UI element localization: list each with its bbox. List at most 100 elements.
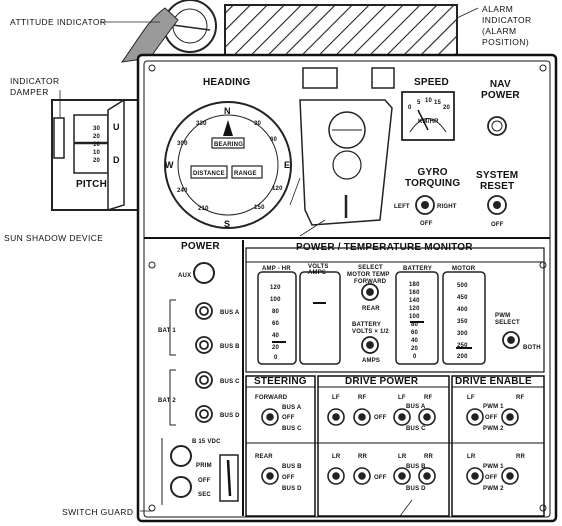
bus-d-label: BUS D bbox=[220, 413, 240, 419]
both-label: BOTH bbox=[523, 345, 541, 351]
steering-off-2: OFF bbox=[282, 475, 295, 481]
lower-boxes bbox=[245, 375, 545, 517]
pitch-tick-10b: 10 bbox=[93, 150, 101, 156]
steering-bus-b: BUS B bbox=[282, 464, 302, 470]
amp-scale-20: 20 bbox=[272, 345, 280, 351]
drive-power-lf-2: LF bbox=[398, 395, 406, 401]
pitch-down-label: D bbox=[113, 155, 120, 165]
motor-scale-250: 250 bbox=[457, 343, 468, 349]
toggle-switches[interactable] bbox=[261, 408, 519, 485]
compass-e: E bbox=[284, 160, 291, 170]
speed-5: 5 bbox=[417, 100, 421, 106]
drive-enable-rf: RF bbox=[516, 395, 525, 401]
speed-unit: KM/HR bbox=[418, 119, 439, 125]
nav-power-title: NAV POWER bbox=[481, 79, 520, 101]
dial-210: 210 bbox=[198, 206, 209, 212]
gyro-title: GYRO TORQUING bbox=[405, 167, 461, 189]
heading-compass bbox=[164, 101, 301, 229]
bat-scale-140: 140 bbox=[409, 298, 420, 304]
drive-power-lr-1: LR bbox=[332, 454, 341, 460]
bat-scale-80: 80 bbox=[411, 322, 419, 328]
drive-power-lf-1: LF bbox=[332, 395, 340, 401]
bat-scale-120: 120 bbox=[409, 306, 420, 312]
attitude-indicator-label: ATTITUDE INDICATOR bbox=[10, 17, 107, 27]
motor-scale-400: 400 bbox=[457, 307, 468, 313]
attitude-indicator bbox=[100, 0, 217, 63]
drive-enable-pwm2-b: PWM 2 bbox=[483, 486, 504, 492]
lower-dividers bbox=[246, 386, 544, 444]
drive-enable-lf: LF bbox=[467, 395, 475, 401]
drive-power-rr-1: RR bbox=[358, 454, 368, 460]
motor-scale-200: 200 bbox=[457, 354, 468, 360]
drive-enable-off-2: OFF bbox=[485, 475, 498, 481]
pitch-tick-20b: 20 bbox=[93, 158, 101, 164]
motor-label: MOTOR bbox=[452, 266, 476, 272]
volts-label: VOLTS bbox=[308, 264, 329, 270]
dial-330: 330 bbox=[196, 121, 207, 127]
drive-power-lr-2: LR bbox=[398, 454, 407, 460]
power-title: POWER bbox=[181, 241, 220, 252]
speed-title: SPEED bbox=[414, 77, 449, 88]
drive-enable-pwm2-a: PWM 2 bbox=[483, 426, 504, 432]
indicator-damper-label: INDICATOR DAMPER bbox=[10, 76, 60, 97]
drive-power-title: DRIVE POWER bbox=[345, 376, 419, 387]
motor-scale-500: 500 bbox=[457, 283, 468, 289]
pitch-tick-30: 30 bbox=[93, 126, 101, 132]
alarm-indicator-label: ALARM INDICATOR (ALARM POSITION) bbox=[482, 4, 532, 47]
select-label: SELECT bbox=[358, 265, 383, 271]
dial-60: 60 bbox=[270, 137, 278, 143]
amp-scale-80: 80 bbox=[272, 309, 280, 315]
system-reset-switch[interactable] bbox=[487, 195, 507, 215]
bat-scale-20: 20 bbox=[411, 346, 419, 352]
pitch-indicator bbox=[51, 90, 139, 212]
amp-scale-60: 60 bbox=[272, 321, 280, 327]
compass-n: N bbox=[224, 106, 231, 116]
motor-scale-450: 450 bbox=[457, 295, 468, 301]
bat-scale-60: 60 bbox=[411, 330, 419, 336]
drive-power-bus-d: BUS D bbox=[406, 486, 426, 492]
gyro-torquing-switch[interactable] bbox=[415, 195, 435, 215]
rear-label: REAR bbox=[362, 306, 380, 312]
speed-0: 0 bbox=[408, 105, 412, 111]
bus-switches[interactable] bbox=[195, 302, 213, 423]
monitor-select-switches[interactable] bbox=[361, 283, 520, 354]
drive-power-bus-c: BUS C bbox=[406, 426, 426, 432]
monitor-amps-label: AMPS bbox=[362, 358, 381, 364]
dial-240: 240 bbox=[177, 188, 188, 194]
speed-10: 10 bbox=[425, 98, 433, 104]
bus-c-label: BUS C bbox=[220, 379, 240, 385]
range-label: RANGE bbox=[234, 171, 257, 177]
prim-sec-switches[interactable] bbox=[170, 445, 192, 498]
nav-power-button[interactable] bbox=[487, 116, 507, 136]
bat-scale-0: 0 bbox=[413, 354, 417, 360]
compass-s: S bbox=[224, 219, 231, 229]
gyro-off: OFF bbox=[420, 221, 433, 227]
amp-scale-40: 40 bbox=[272, 333, 280, 339]
drive-enable-off-1: OFF bbox=[485, 415, 498, 421]
drive-power-bus-a: BUS A bbox=[406, 404, 426, 410]
bus-b-label: BUS B bbox=[220, 344, 240, 350]
amp-scale-120: 120 bbox=[270, 285, 281, 291]
dial-300: 300 bbox=[177, 141, 188, 147]
bat2-label: BAT 2 bbox=[158, 398, 176, 404]
bat-scale-160: 160 bbox=[409, 290, 420, 296]
bat-scale-40: 40 bbox=[411, 338, 419, 344]
drive-power-rf-2: RF bbox=[424, 395, 433, 401]
bat-scale-180: 180 bbox=[409, 282, 420, 288]
compass-w: W bbox=[165, 160, 174, 170]
amp-scale-0: 0 bbox=[274, 355, 278, 361]
gyro-left: LEFT bbox=[394, 204, 410, 210]
aux-switch[interactable] bbox=[193, 262, 215, 284]
steering-bus-d: BUS D bbox=[282, 486, 302, 492]
monitor-title: POWER / TEMPERATURE MONITOR bbox=[296, 242, 473, 253]
motor-scale-350: 350 bbox=[457, 319, 468, 325]
sec-label: SEC bbox=[198, 492, 211, 498]
drive-enable-lr: LR bbox=[467, 454, 476, 460]
drive-power-off-1: OFF bbox=[374, 415, 387, 421]
sun-shadow-device bbox=[299, 67, 395, 237]
bus-a-label: BUS A bbox=[220, 310, 240, 316]
prim-label: PRIM bbox=[196, 463, 212, 469]
system-reset-title: SYSTEM RESET bbox=[476, 170, 519, 192]
meter-faces bbox=[257, 271, 486, 365]
switch-guard-label: SWITCH GUARD bbox=[62, 507, 134, 517]
